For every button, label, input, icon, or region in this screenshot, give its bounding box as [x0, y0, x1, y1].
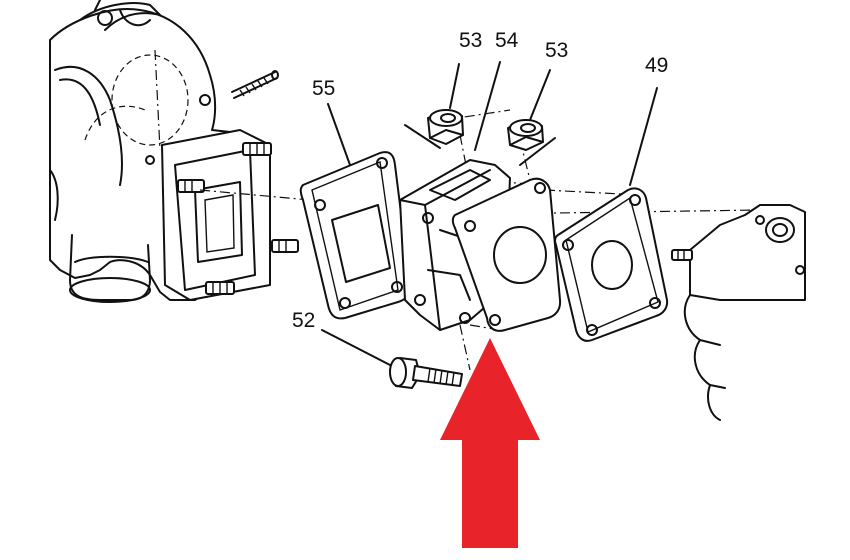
red-arrow-indicator	[440, 338, 540, 548]
callout-leaders	[321, 61, 658, 366]
exhaust-manifold	[671, 204, 806, 421]
housing-studs	[177, 70, 299, 295]
leader-54-left	[404, 124, 441, 149]
callout-53-left: 53	[459, 29, 483, 52]
turbocharger-housing	[49, 0, 271, 303]
callout-49: 49	[645, 54, 669, 77]
callout-52: 52	[292, 309, 316, 332]
callout-53-right: 53	[545, 39, 569, 62]
adapter-54	[399, 159, 562, 332]
leader-54-right	[519, 137, 556, 166]
callout-54: 54	[495, 29, 519, 52]
nut-53-right	[507, 119, 544, 151]
nut-53-left	[427, 109, 464, 145]
callout-55: 55	[312, 77, 336, 100]
gasket-55	[299, 151, 412, 320]
bolt-52	[389, 357, 463, 389]
gasket-49	[553, 187, 669, 342]
